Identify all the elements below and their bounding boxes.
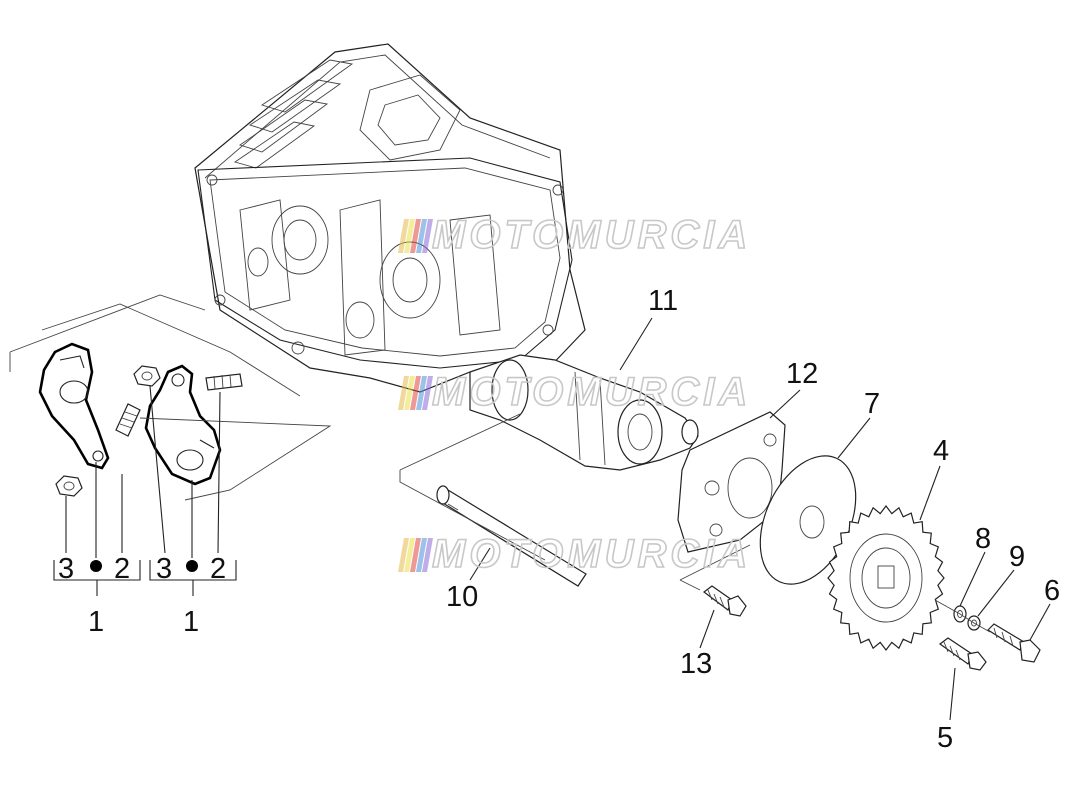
callout-6: 6 <box>1044 575 1060 607</box>
watermark-stripe <box>404 376 415 410</box>
watermark-2: MOTOMURCIA <box>398 369 751 415</box>
callout-labels: 11 12 7 4 8 9 6 5 13 10 3 2 1 3 2 1 <box>58 285 1060 754</box>
callout-9: 9 <box>1009 541 1025 573</box>
watermark-stripe <box>422 538 433 572</box>
group-right-3: 3 <box>156 553 172 585</box>
watermark-stripe <box>410 219 421 253</box>
retaining-plate <box>677 411 786 553</box>
nut-right <box>133 365 161 387</box>
group-left-1: 1 <box>88 606 104 638</box>
rocker-shaft <box>399 413 587 587</box>
watermark-stripe <box>398 538 409 572</box>
bolt-5 <box>938 637 987 671</box>
callout-10: 10 <box>446 581 478 613</box>
nut-left <box>55 475 83 497</box>
watermark-stripe <box>422 219 433 253</box>
svg-text:MOTOMURCIA: MOTOMURCIA <box>432 213 751 257</box>
callout-7: 7 <box>864 388 880 420</box>
cylinder-head <box>194 43 586 393</box>
svg-text:MOTOMURCIA: MOTOMURCIA <box>432 370 751 414</box>
watermark-stripe <box>416 538 427 572</box>
group-left-2: 2 <box>114 553 130 585</box>
adjuster-screw-left <box>115 403 141 437</box>
callout-12: 12 <box>786 358 818 390</box>
watermark-stripe <box>398 376 409 410</box>
cam-sprocket <box>827 505 945 651</box>
callout-4: 4 <box>933 435 949 467</box>
bullet-dot-right <box>186 560 198 572</box>
watermark-3: MOTOMURCIA <box>398 531 751 577</box>
watermark-stripe <box>398 219 409 253</box>
group-right-1: 1 <box>183 606 199 638</box>
rocker-arm-right <box>144 364 222 486</box>
watermark-stripe <box>416 376 427 410</box>
leader-lines <box>53 317 1051 721</box>
bullet-dot-left <box>90 560 102 572</box>
watermark-stripe <box>416 219 427 253</box>
adjuster-screw-right <box>205 373 243 391</box>
watermark-1: MOTOMURCIA <box>398 212 751 258</box>
group-right-2: 2 <box>210 553 226 585</box>
svg-text:MOTOMURCIA: MOTOMURCIA <box>432 532 751 576</box>
watermark-stripe <box>410 538 421 572</box>
callout-11: 11 <box>648 285 678 317</box>
rocker-arm-left <box>38 342 110 470</box>
assembly-lines <box>679 544 991 633</box>
rocker-group-outline <box>9 294 332 501</box>
bolt-6 <box>987 623 1041 663</box>
group-left-3: 3 <box>58 553 74 585</box>
callout-8: 8 <box>975 523 991 555</box>
bolt-13 <box>703 585 747 617</box>
watermark-stripe <box>410 376 421 410</box>
watermark-stripe <box>422 376 433 410</box>
watermark-stripe <box>404 538 415 572</box>
callout-5: 5 <box>937 722 953 754</box>
callout-13: 13 <box>680 648 712 680</box>
watermark-stripe <box>404 219 415 253</box>
camshaft <box>469 354 699 471</box>
